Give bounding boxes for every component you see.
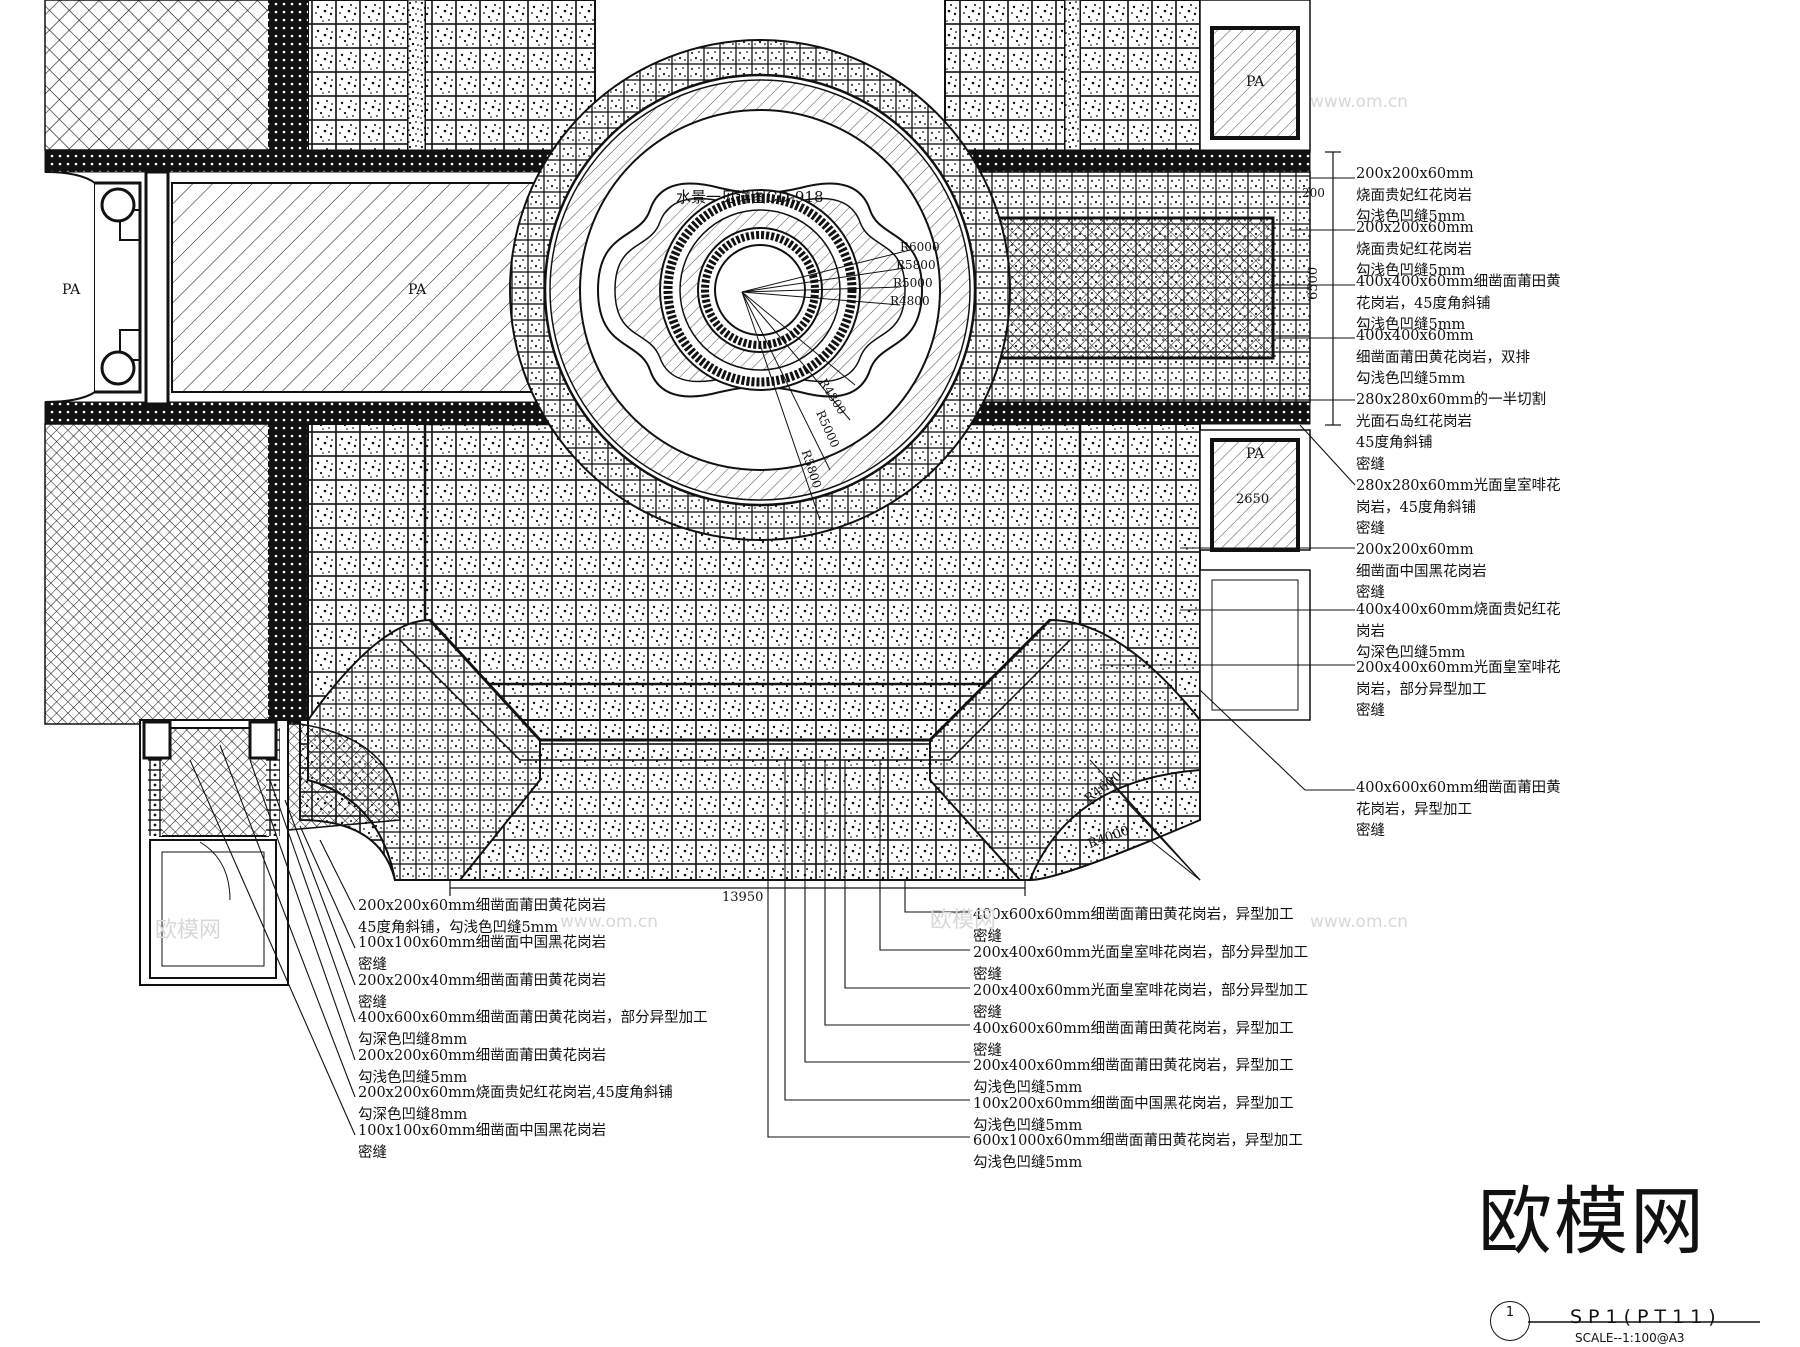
radius-label-2: R5800 — [896, 258, 936, 272]
dimension-planter: 2650 — [1236, 492, 1270, 507]
radius-label-1: R6000 — [900, 240, 940, 254]
dimension-height-right: 6500 — [1306, 266, 1321, 300]
bottom-mid-note-3: 200x400x60mm光面皇室啡花岗岩，部分异型加工 密缝 — [973, 983, 1309, 1021]
planter-top-right — [1210, 26, 1300, 140]
corner-hatch-zone — [287, 723, 401, 831]
right-crosshatch-panel — [986, 216, 1275, 360]
right-note-4: 400x400x60mm 细凿面莆田黄花岗岩，双排 勾浅色凹缝5mm — [1356, 328, 1530, 387]
right-note-9: 200x400x60mm光面皇室啡花 岗岩，部分异型加工 密缝 — [1356, 660, 1561, 719]
top-grid-paving-mid2 — [944, 0, 1066, 153]
bottom-left-leader-lines — [189, 744, 356, 1136]
lower-left-black-strip — [268, 424, 308, 724]
bottom-left-note-2: 100x100x60mm细凿面中国黑花岗岩 密缝 — [358, 935, 607, 973]
bottom-left-note-6: 200x200x60mm烧面贵妃红花岗岩,45度角斜铺 勾深色凹缝8mm — [358, 1085, 673, 1123]
right-leader-lines — [1089, 177, 1356, 881]
right-note-2: 200x200x60mm 烧面贵妃红花岗岩 勾浅色凹缝5mm — [1356, 220, 1474, 279]
bottom-left-note-5: 200x200x60mm细凿面莆田黄花岗岩 勾浅色凹缝5mm — [358, 1048, 607, 1086]
dotted-ring-outer — [663, 193, 857, 387]
bottom-mid-note-6: 100x200x60mm细凿面中国黑花岗岩，异型加工 勾浅色凹缝5mm — [973, 1096, 1294, 1134]
bottom-octagon-frame — [428, 618, 1052, 742]
watermark-2: www.om.cn — [1310, 912, 1409, 932]
right-note-1: 200x200x60mm 烧面贵妃红花岗岩 勾浅色凹缝5mm — [1356, 166, 1474, 225]
area-label-pa-top-right: PA — [1246, 74, 1265, 90]
top-black-strip-1 — [268, 0, 308, 152]
water-feature-label: 水景一见详图CD-918 — [676, 188, 824, 206]
bollard-top — [100, 187, 136, 223]
right-note-7: 200x200x60mm 细凿面中国黑花岗岩 密缝 — [1356, 542, 1487, 601]
lower-left-diag-zone — [44, 423, 271, 725]
radius-label-4: R4800 — [890, 294, 930, 308]
brand-logo-text: 欧模网 — [1478, 1179, 1706, 1265]
bottom-mid-note-1: 400x600x60mm细凿面莆田黄花岗岩，异型加工 密缝 — [973, 907, 1294, 945]
dimension-top-right: 200 — [1302, 186, 1325, 200]
right-note-6: 280x280x60mm光面皇室啡花 岗岩，45度角斜铺 密缝 — [1356, 478, 1561, 537]
bottom-left-note-4: 400x600x60mm细凿面莆田黄花岗岩，部分异型加工 勾深色凹缝8mm — [358, 1010, 708, 1048]
area-label-pa-walkway: PA — [408, 282, 427, 298]
top-black-strip-2 — [407, 0, 426, 153]
drawing-scale: SCALE--1:100@A3 — [1575, 1331, 1685, 1345]
radius-label-3: R5000 — [893, 276, 933, 290]
bottom-mid-leader-lines — [767, 760, 970, 1138]
planter-mid-right — [1210, 438, 1300, 552]
drawing-number: 1 — [1490, 1301, 1530, 1341]
radius-leaders — [741, 249, 911, 521]
right-note-3: 400x400x60mm细凿面莆田黄 花岗岩，45度角斜铺 勾浅色凹缝5mm — [1356, 274, 1561, 333]
watermark-5: 欧模网 — [930, 908, 997, 933]
watermark-4: 欧模网 — [155, 918, 222, 943]
bottom-mid-note-7: 600x1000x60mm细凿面莆田黄花岗岩，异型加工 勾浅色凹缝5mm — [973, 1133, 1303, 1171]
watermark-1: www.om.cn — [1310, 92, 1409, 112]
area-label-pa-left: PA — [62, 282, 81, 298]
area-label-pa-mid-right: PA — [1246, 446, 1265, 462]
bottom-left-note-7: 100x100x60mm细凿面中国黑花岗岩 密缝 — [358, 1123, 607, 1161]
bollard-bottom — [100, 350, 136, 386]
top-black-strip-3 — [1064, 0, 1081, 153]
right-note-5: 280x280x60mm的一半切割 光面石岛红花岗岩 45度角斜铺 密缝 — [1356, 392, 1547, 473]
bottom-mid-note-4: 400x600x60mm细凿面莆田黄花岗岩，异型加工 密缝 — [973, 1021, 1294, 1059]
right-note-8: 400x400x60mm烧面贵妃红花 岗岩 勾深色凹缝5mm — [1356, 602, 1561, 661]
bottom-mid-note-2: 200x400x60mm光面皇室啡花岗岩，部分异型加工 密缝 — [973, 945, 1309, 983]
drawing-title: SP1(PT11) — [1570, 1306, 1722, 1328]
dimension-lines — [449, 151, 1341, 896]
dimension-width-bottom: 13950 — [722, 890, 764, 905]
right-note-10: 400x600x60mm细凿面莆田黄 花岗岩，异型加工 密缝 — [1356, 780, 1561, 839]
bottom-left-note-3: 200x200x40mm细凿面莆田黄花岗岩 密缝 — [358, 973, 607, 1011]
watermark-3: www.om.cn — [560, 912, 659, 932]
bottom-left-note-1: 200x200x60mm细凿面莆田黄花岗岩 45度角斜铺，勾浅色凹缝5mm — [358, 898, 607, 936]
top-left-crosshatch-zone — [44, 0, 311, 151]
top-grid-paving-left — [307, 0, 409, 153]
top-grid-paving-right — [1079, 0, 1201, 153]
bottom-mid-note-5: 200x400x60mm细凿面莆田黄花岗岩，异型加工 勾浅色凹缝5mm — [973, 1058, 1294, 1096]
